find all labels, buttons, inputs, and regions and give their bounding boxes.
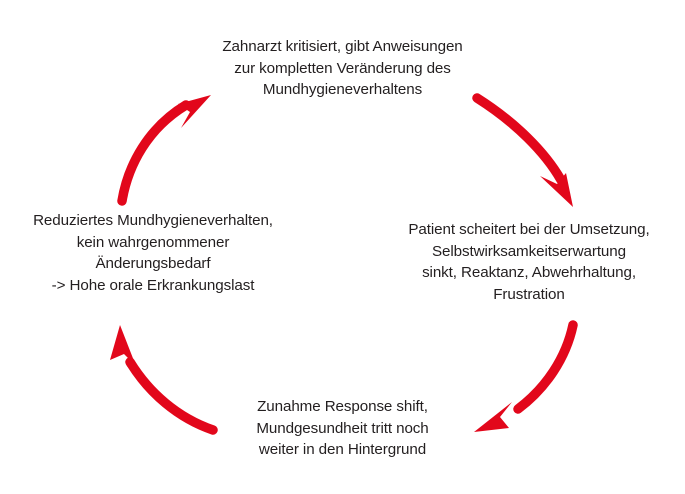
node-right-line-1: Patient scheitert bei der Umsetzung, xyxy=(408,221,650,238)
cycle-node-bottom: Zunahme Response shift, Mundgesundheit t… xyxy=(256,396,428,461)
node-bottom-line-1: Zunahme Response shift, xyxy=(257,398,428,415)
cycle-node-left: Reduziertes Mundhygieneverhalten, kein w… xyxy=(8,210,298,296)
node-right-line-4: Frustration xyxy=(493,285,565,303)
node-right-line-2: Selbstwirksamkeitserwartung xyxy=(432,242,626,260)
node-top-line-1: Zahnarzt kritisiert, gibt Anweisungen xyxy=(222,38,463,55)
node-left-line-2: kein wahrgenommener xyxy=(76,233,230,251)
node-right-line-3: sinkt, Reaktanz, Abwehrhaltung, xyxy=(422,264,636,282)
arrow-left-to-top xyxy=(117,95,211,206)
cycle-node-right: Patient scheitert bei der Umsetzung, Sel… xyxy=(384,219,674,305)
arrow-top-to-right xyxy=(472,93,573,207)
node-left-line-3: Änderungsbedarf xyxy=(95,255,211,273)
node-top-line-2: zur kompletten Veränderung des xyxy=(234,59,451,77)
node-left-line-4: -> Hohe orale Erkrankungslast xyxy=(51,276,255,294)
node-bottom-line-3: weiter in den Hintergrund xyxy=(258,441,427,459)
node-top-line-3: Mundhygieneverhaltens xyxy=(262,81,423,99)
node-left-line-1: Reduziertes Mundhygieneverhalten, xyxy=(33,212,273,229)
node-bottom-line-2: Mundgesundheit tritt noch xyxy=(256,419,429,437)
arrow-right-to-bottom xyxy=(474,320,578,432)
arrow-bottom-to-left xyxy=(110,325,218,435)
cycle-node-top: Zahnarzt kritisiert, gibt Anweisungen zu… xyxy=(222,36,462,101)
